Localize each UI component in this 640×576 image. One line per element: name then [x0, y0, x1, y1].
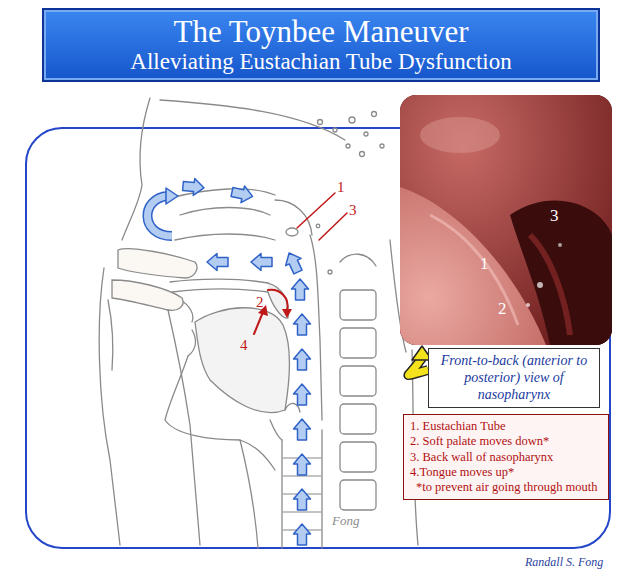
- airflow-arrows: [230, 184, 254, 205]
- head-sketch: [340, 366, 376, 396]
- head-sketch: [380, 144, 384, 148]
- head-sketch: [122, 98, 418, 548]
- airflow-arrows: [294, 419, 311, 440]
- key-box: 1. Eustachian Tube2. Soft palate moves d…: [403, 414, 609, 500]
- head-sketch: [340, 480, 376, 510]
- airflow-arrows: [294, 384, 311, 405]
- motion-arrows: [319, 213, 347, 240]
- head-sketch: [170, 279, 268, 283]
- head-sketch: [340, 404, 376, 434]
- hand-sketch: [112, 280, 183, 310]
- callout-number: 3: [349, 203, 357, 218]
- endoscope-photo: [526, 303, 530, 307]
- endoscope-photo: [558, 243, 562, 247]
- airflow-arrows: [147, 178, 310, 545]
- airflow-arrows: [182, 178, 204, 197]
- airflow-arrows: [281, 249, 305, 275]
- head-sketch: [318, 120, 323, 125]
- key-note: *to prevent air going through mouth: [410, 480, 602, 495]
- hand-sketch: [99, 249, 200, 545]
- airflow-arrows: [294, 349, 311, 370]
- head-sketch: [175, 234, 275, 240]
- callout-number: 2: [498, 300, 507, 317]
- head-sketch: [310, 235, 322, 420]
- key-item: 4.Tongue moves up*: [410, 465, 602, 480]
- airflow-arrows: [166, 188, 178, 204]
- hand-sketch: [168, 310, 200, 545]
- endoscope-photo-frame: 3 1 2: [400, 95, 612, 345]
- hand-sketch: [99, 268, 120, 545]
- motion-arrows: [268, 290, 288, 310]
- head-sketch: [360, 152, 365, 157]
- hand-sketch: [118, 249, 197, 278]
- author-credit: Randall S. Fong: [525, 556, 603, 568]
- callout-number: 1: [480, 255, 489, 272]
- endoscope-photo: [430, 215, 518, 325]
- key-item: 1. Eustachian Tube: [410, 419, 602, 434]
- airflow-arrows: [294, 454, 311, 475]
- artist-signature: Fong: [332, 514, 359, 527]
- head-sketch: [340, 254, 376, 266]
- airflow-arrows: [294, 314, 311, 335]
- head-sketch: [346, 144, 350, 148]
- endoscope-photo: [400, 95, 612, 345]
- view-caption-box: Front-to-back (anterior to posterior) vi…: [428, 348, 600, 408]
- head-sketch: [195, 308, 289, 413]
- head-sketch: [340, 442, 376, 472]
- endoscope-photo: [537, 282, 543, 288]
- head-sketch: [333, 128, 337, 132]
- head-sketch: [364, 132, 368, 136]
- airflow-arrows: [251, 254, 272, 271]
- airflow-arrows: [294, 524, 311, 545]
- airflow-arrows: [292, 279, 309, 300]
- title-text: The Toynbee Maneuver: [173, 15, 468, 49]
- head-sketch: [180, 208, 270, 216]
- airflow-arrows: [207, 254, 228, 271]
- head-sketch: [328, 270, 332, 274]
- head-sketch: [372, 112, 377, 117]
- motion-arrows: [282, 309, 292, 318]
- head-sketch: [275, 200, 312, 235]
- endoscope-photo: [400, 187, 546, 345]
- head-sketch: [240, 440, 258, 548]
- head-sketch: [316, 224, 320, 228]
- callout-number: 4: [240, 338, 248, 353]
- callout-number: 2: [256, 295, 264, 310]
- head-sketch: [282, 430, 322, 548]
- head-sketch: [270, 420, 282, 440]
- head-sketch: [188, 330, 195, 356]
- head-sketch: [349, 117, 355, 123]
- airflow-arrows: [294, 489, 311, 510]
- key-item: 3. Back wall of nasopharynx: [410, 450, 602, 465]
- caption-text: Front-to-back (anterior to posterior) vi…: [435, 353, 593, 403]
- head-sketch: [160, 100, 345, 140]
- motion-arrows: [254, 312, 263, 334]
- callout-number: 3: [550, 207, 559, 224]
- head-sketch: [340, 290, 376, 320]
- key-item: 2. Soft palate moves down*: [410, 434, 602, 449]
- endoscope-photo: [420, 117, 500, 153]
- subtitle-text: Alleviating Eustachian Tube Dysfunction: [130, 49, 511, 75]
- head-sketch: [340, 328, 376, 358]
- callout-number: 1: [337, 180, 345, 195]
- hand-sketch: [108, 300, 113, 370]
- motion-arrows: [297, 193, 335, 228]
- endoscope-photo: [530, 235, 570, 335]
- head-sketch: [286, 228, 298, 236]
- motion-arrows: [254, 193, 347, 334]
- head-sketch: [172, 289, 268, 292]
- title-banner: The Toynbee ManeuverAlleviating Eustachi…: [42, 8, 600, 82]
